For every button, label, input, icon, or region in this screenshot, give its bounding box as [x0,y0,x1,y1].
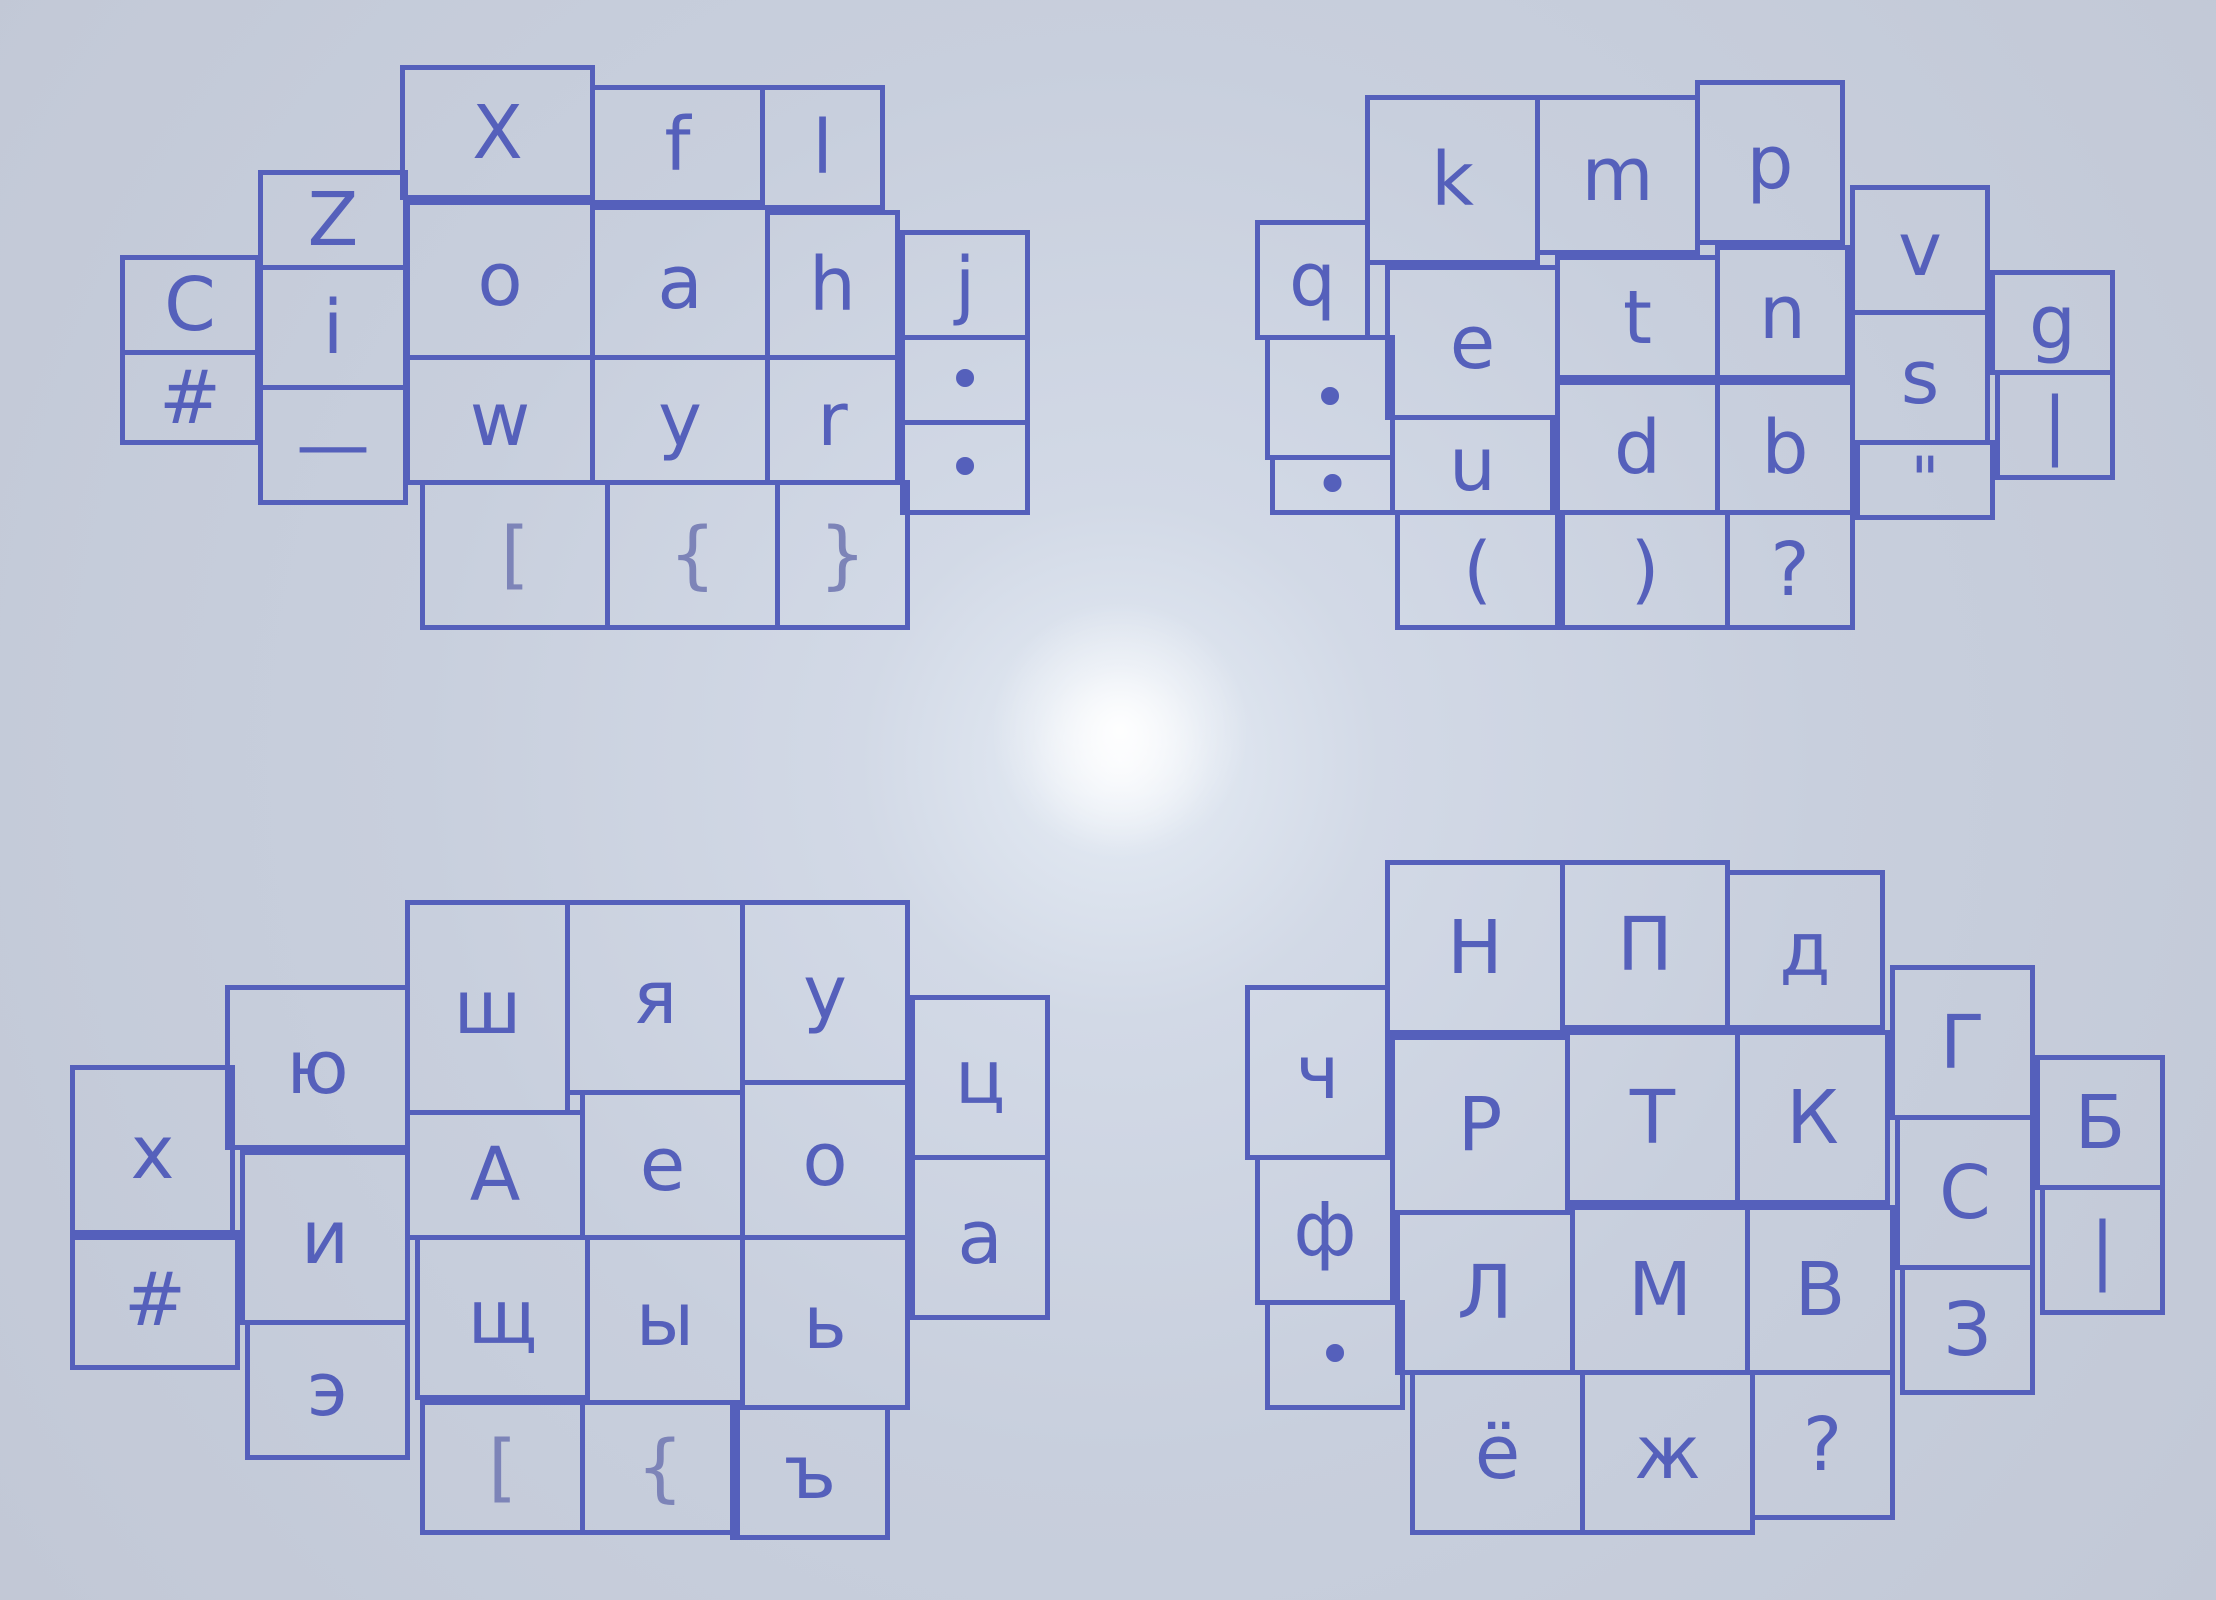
key-r[interactable]: r [765,355,900,485]
key-ge[interactable]: Г [1890,965,2035,1120]
key-e-reverse[interactable]: э [245,1320,410,1460]
key-d[interactable]: d [1555,380,1720,515]
key-u[interactable]: u [1390,415,1555,515]
key-p[interactable]: p [1695,80,1845,245]
key-ef[interactable]: ф [1255,1155,1395,1305]
key-pipe-cyr[interactable]: | [2040,1185,2165,1315]
key-i[interactable]: и [240,1150,410,1325]
key-m[interactable]: m [1535,95,1700,255]
key-ze[interactable]: З [1900,1265,2035,1395]
key-paren-open[interactable]: ( [1395,510,1560,630]
key-ya[interactable]: я [565,900,745,1095]
key-g[interactable]: g [1990,270,2115,375]
key-dash[interactable]: — [258,385,408,505]
key-pipe[interactable]: | [1995,370,2115,480]
key-j[interactable]: j [900,230,1030,340]
key-el[interactable]: Л [1395,1210,1575,1375]
key-c[interactable]: C [120,255,260,355]
key-en[interactable]: Н [1385,860,1565,1035]
key-hash[interactable]: # [120,350,260,445]
key-che[interactable]: ч [1245,985,1390,1160]
key-ve[interactable]: В [1745,1205,1895,1375]
key-dot-cyr[interactable]: • [1265,1300,1405,1410]
key-a-cap[interactable]: А [405,1110,585,1240]
key-er[interactable]: Р [1390,1035,1570,1215]
key-z[interactable]: Z [258,170,408,270]
key-es[interactable]: С [1895,1115,2035,1270]
key-dots-left[interactable]: • [1265,335,1395,460]
light-glare [990,600,1250,860]
key-e[interactable]: е [580,1090,745,1240]
key-zhe[interactable]: ж [1580,1370,1755,1535]
key-te[interactable]: Т [1565,1030,1740,1205]
key-y[interactable]: y [590,355,770,485]
key-v[interactable]: v [1850,185,1990,315]
key-o[interactable]: o [405,200,595,360]
key-dot-upper[interactable]: • [900,335,1030,425]
key-a-small[interactable]: а [910,1155,1050,1320]
key-kha[interactable]: х [70,1065,235,1240]
key-s[interactable]: s [1850,310,1990,445]
key-x[interactable]: X [400,65,595,200]
key-e[interactable]: e [1385,265,1560,420]
key-brace-close[interactable]: } [775,480,910,630]
key-yu[interactable]: ю [225,985,410,1150]
key-n[interactable]: n [1715,245,1850,380]
key-dot-lower[interactable]: • [900,420,1030,515]
key-brace-cyr[interactable]: { [580,1400,740,1535]
key-pe[interactable]: П [1560,860,1730,1030]
key-hash-cyr[interactable]: # [70,1230,240,1370]
key-de[interactable]: д [1725,870,1885,1030]
key-q[interactable]: q [1255,220,1370,340]
key-bracket-cyr[interactable]: [ [420,1400,585,1535]
key-soft-sign[interactable]: ь [740,1235,910,1410]
key-yery[interactable]: ы [585,1235,745,1405]
key-t[interactable]: t [1555,255,1720,380]
key-question[interactable]: ? [1725,510,1855,630]
key-em[interactable]: М [1570,1205,1750,1375]
key-a[interactable]: a [590,205,770,360]
key-f[interactable]: f [590,85,765,205]
key-paren-close[interactable]: ) [1560,510,1730,630]
key-b[interactable]: b [1715,380,1855,515]
key-h[interactable]: h [765,210,900,360]
key-sha[interactable]: ш [405,900,570,1115]
key-o[interactable]: о [740,1080,910,1240]
key-i[interactable]: i [258,265,408,390]
key-bracket[interactable]: [ [420,480,610,630]
key-hard-sign[interactable]: ъ [730,1405,890,1540]
key-ka[interactable]: К [1735,1030,1890,1205]
key-yo[interactable]: ё [1410,1370,1585,1535]
key-u[interactable]: у [740,900,910,1085]
key-quote[interactable]: " [1855,440,1995,520]
key-k[interactable]: k [1365,95,1540,265]
key-w[interactable]: w [405,355,595,485]
key-dot-bottom-left[interactable]: • [1270,454,1395,516]
key-be[interactable]: Б [2035,1055,2165,1190]
key-tse[interactable]: ц [910,995,1050,1160]
key-shcha[interactable]: щ [415,1235,590,1400]
key-brace-open[interactable]: { [605,480,780,630]
key-question-cyr[interactable]: ? [1750,1370,1895,1520]
key-l[interactable]: l [760,85,885,210]
